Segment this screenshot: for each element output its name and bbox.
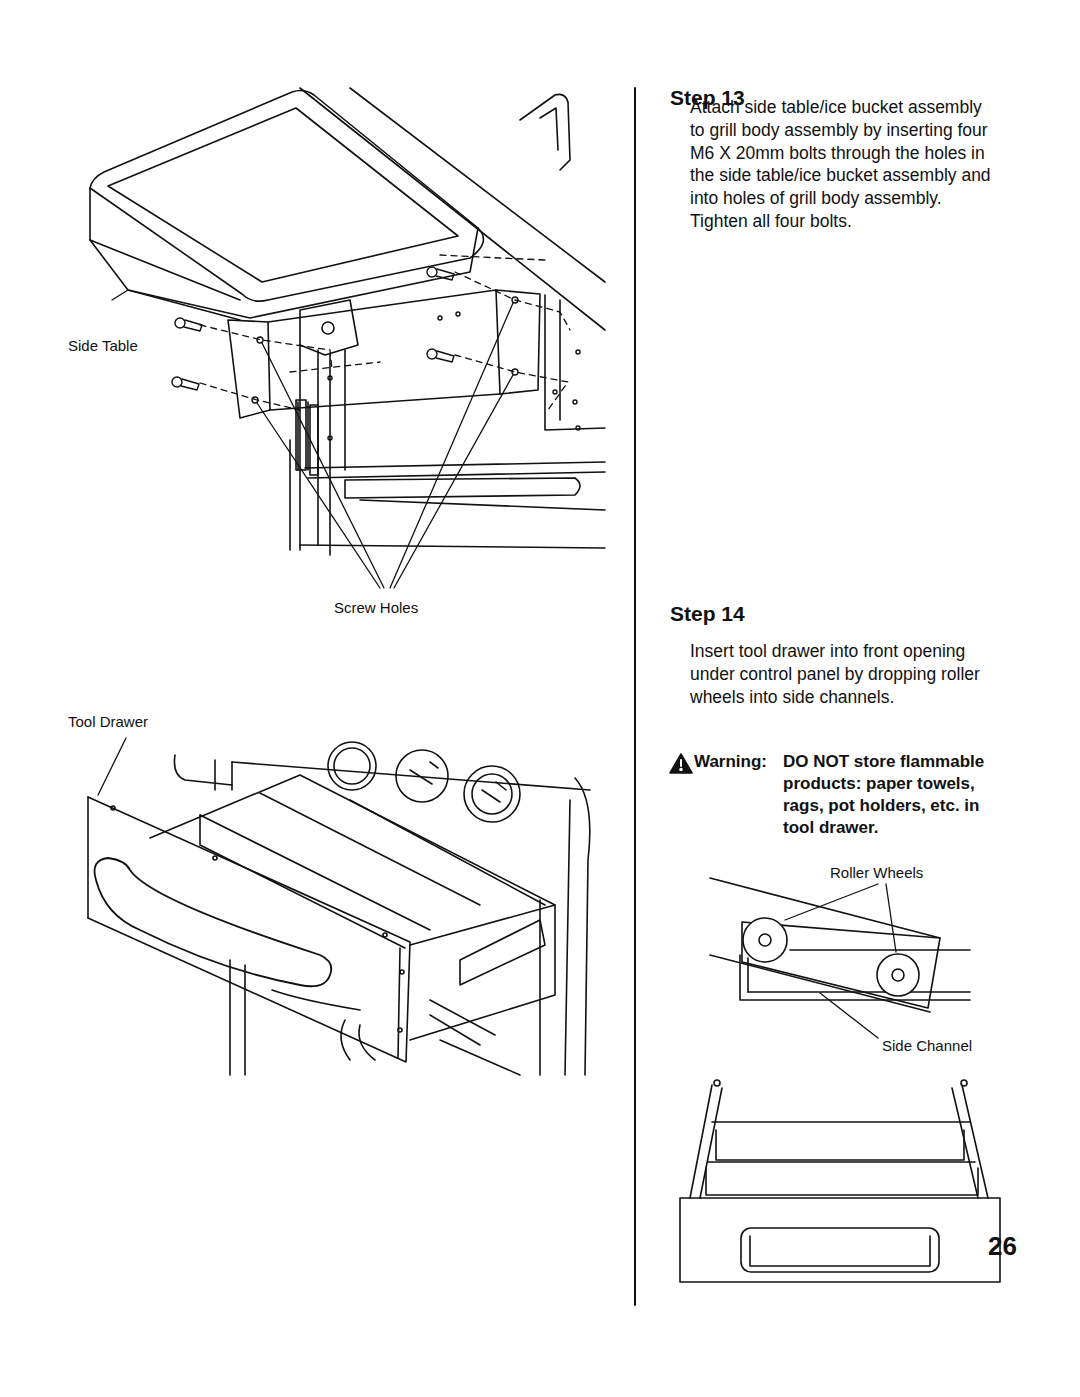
side-table-illustration xyxy=(90,88,605,588)
roller-wheel-detail xyxy=(710,878,970,1038)
step-heading: Step 14 xyxy=(670,600,745,627)
part-name: Tool Drawer xyxy=(68,712,148,732)
column-divider xyxy=(634,88,636,1305)
instruction-text: Attach side table/ice bucket assembly to… xyxy=(690,96,998,233)
page-number: 26 xyxy=(988,1230,1017,1264)
warning-label: Warning: xyxy=(694,751,767,773)
part-name: Side Channel xyxy=(882,1036,972,1056)
tool-drawer-illustration xyxy=(88,738,590,1075)
part-name: Roller Wheels xyxy=(830,863,923,883)
instruction-text: Insert tool drawer into front opening un… xyxy=(690,640,998,708)
warning-icon xyxy=(670,754,692,773)
part-name: Screw Holes xyxy=(334,598,418,618)
part-name: Side Table xyxy=(68,336,138,356)
drawer-front-view xyxy=(680,1080,1000,1282)
warning-text: DO NOT store flammable products: paper t… xyxy=(783,751,1008,839)
